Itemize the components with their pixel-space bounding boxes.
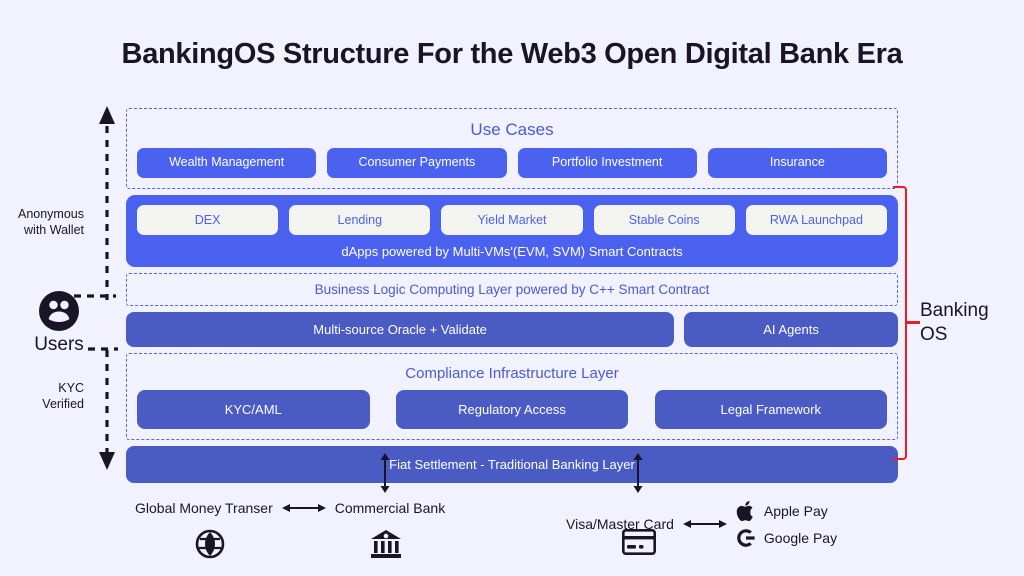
visa-mastercard-label: Visa/Master Card [566, 516, 674, 532]
compliance-layer: Compliance Infrastructure Layer KYC/AML … [126, 352, 898, 440]
users-label: Users [34, 334, 84, 355]
dapp-item[interactable]: Stable Coins [593, 204, 735, 235]
commercial-bank-label: Commercial Bank [334, 500, 446, 516]
users-to-kyc-connector [88, 347, 118, 351]
dapp-item[interactable]: DEX [137, 204, 279, 235]
kyc-verified-label: KYC Verified [0, 381, 84, 412]
ai-agents-box[interactable]: AI Agents [684, 311, 898, 347]
banking-os-line-1: Banking [920, 300, 989, 321]
apple-pay-item[interactable]: Apple Pay [736, 500, 837, 522]
dapp-item[interactable]: Lending [289, 204, 431, 235]
use-case-item[interactable]: Consumer Payments [327, 148, 507, 178]
oracle-box[interactable]: Multi-source Oracle + Validate [126, 311, 675, 347]
left-flow-arrows [99, 106, 115, 470]
bank-vertical-arrow-icon [380, 453, 390, 493]
architecture-stack: Use Cases Wealth Management Consumer Pay… [126, 108, 898, 483]
dapps-caption: dApps powered by Multi-VMs'(EVM, SVM) Sm… [341, 243, 683, 259]
use-case-item[interactable]: Insurance [707, 148, 887, 178]
use-cases-row: Wealth Management Consumer Payments Port… [137, 148, 887, 178]
use-case-item[interactable]: Portfolio Investment [517, 148, 697, 178]
card-vertical-arrow-icon [633, 453, 643, 493]
google-pay-item[interactable]: Google Pay [736, 528, 837, 548]
global-money-transfer-label: Global Money Transer [135, 500, 273, 516]
compliance-item[interactable]: Legal Framework [654, 389, 887, 429]
wallet-list: Apple Pay Google Pay [736, 500, 837, 548]
dapps-layer: DEX Lending Yield Market Stable Coins RW… [126, 194, 898, 267]
left-rail: Global Money Transer Commercial Bank [135, 500, 445, 516]
google-icon [737, 529, 755, 547]
globe-icon-wrap [195, 529, 225, 559]
banking-os-bracket [893, 186, 907, 460]
dapp-item[interactable]: RWA Launchpad [745, 204, 888, 235]
compliance-caption: Compliance Infrastructure Layer [405, 364, 619, 382]
bank-icon-wrap [370, 529, 402, 559]
credit-card-icon-wrap [622, 529, 656, 555]
banking-os-line-2: OS [920, 323, 948, 345]
globe-icon [195, 529, 225, 559]
use-case-item[interactable]: Wealth Management [137, 148, 317, 178]
business-logic-layer: Business Logic Computing Layer powered b… [126, 272, 898, 306]
users-node: Users [26, 290, 92, 356]
double-arrow-icon [281, 504, 326, 512]
bank-icon [371, 530, 401, 558]
credit-card-icon [622, 529, 656, 555]
apple-pay-label: Apple Pay [763, 503, 828, 519]
users-icon [39, 291, 79, 331]
compliance-item[interactable]: KYC/AML [137, 389, 370, 429]
banking-os-bracket-tick [906, 321, 920, 324]
users-to-anonymous-connector [74, 294, 116, 298]
google-pay-label: Google Pay [763, 530, 838, 546]
use-cases-layer: Use Cases Wealth Management Consumer Pay… [126, 108, 898, 189]
oracle-layer: Multi-source Oracle + Validate AI Agents [126, 311, 898, 347]
anonymous-line-1: Anonymous [17, 207, 84, 221]
visa-mastercard-node: Visa/Master Card [566, 516, 674, 532]
compliance-item[interactable]: Regulatory Access [395, 389, 629, 429]
page-title: BankingOS Structure For the Web3 Open Di… [121, 38, 903, 70]
compliance-row: KYC/AML Regulatory Access Legal Framewor… [137, 389, 887, 429]
dapp-item[interactable]: Yield Market [441, 204, 583, 235]
double-arrow-icon [682, 520, 727, 528]
apple-icon [736, 501, 753, 522]
anonymous-with-wallet-label: Anonymous with Wallet [0, 207, 84, 238]
commercial-bank-node: Commercial Bank [335, 500, 445, 516]
use-cases-caption: Use Cases [470, 120, 554, 139]
kyc-line-1: KYC [58, 381, 84, 395]
kyc-line-2: Verified [42, 396, 84, 411]
dapps-row: DEX Lending Yield Market Stable Coins RW… [137, 204, 888, 235]
global-money-transfer-node: Global Money Transer [135, 500, 273, 516]
banking-os-label: Banking OS [920, 299, 1020, 347]
anonymous-line-2: with Wallet [24, 222, 84, 237]
fiat-settlement-layer[interactable]: Fiat Settlement - Traditional Banking La… [126, 445, 898, 483]
right-rail: Visa/Master Card Apple Pay Google Pay [566, 500, 837, 548]
